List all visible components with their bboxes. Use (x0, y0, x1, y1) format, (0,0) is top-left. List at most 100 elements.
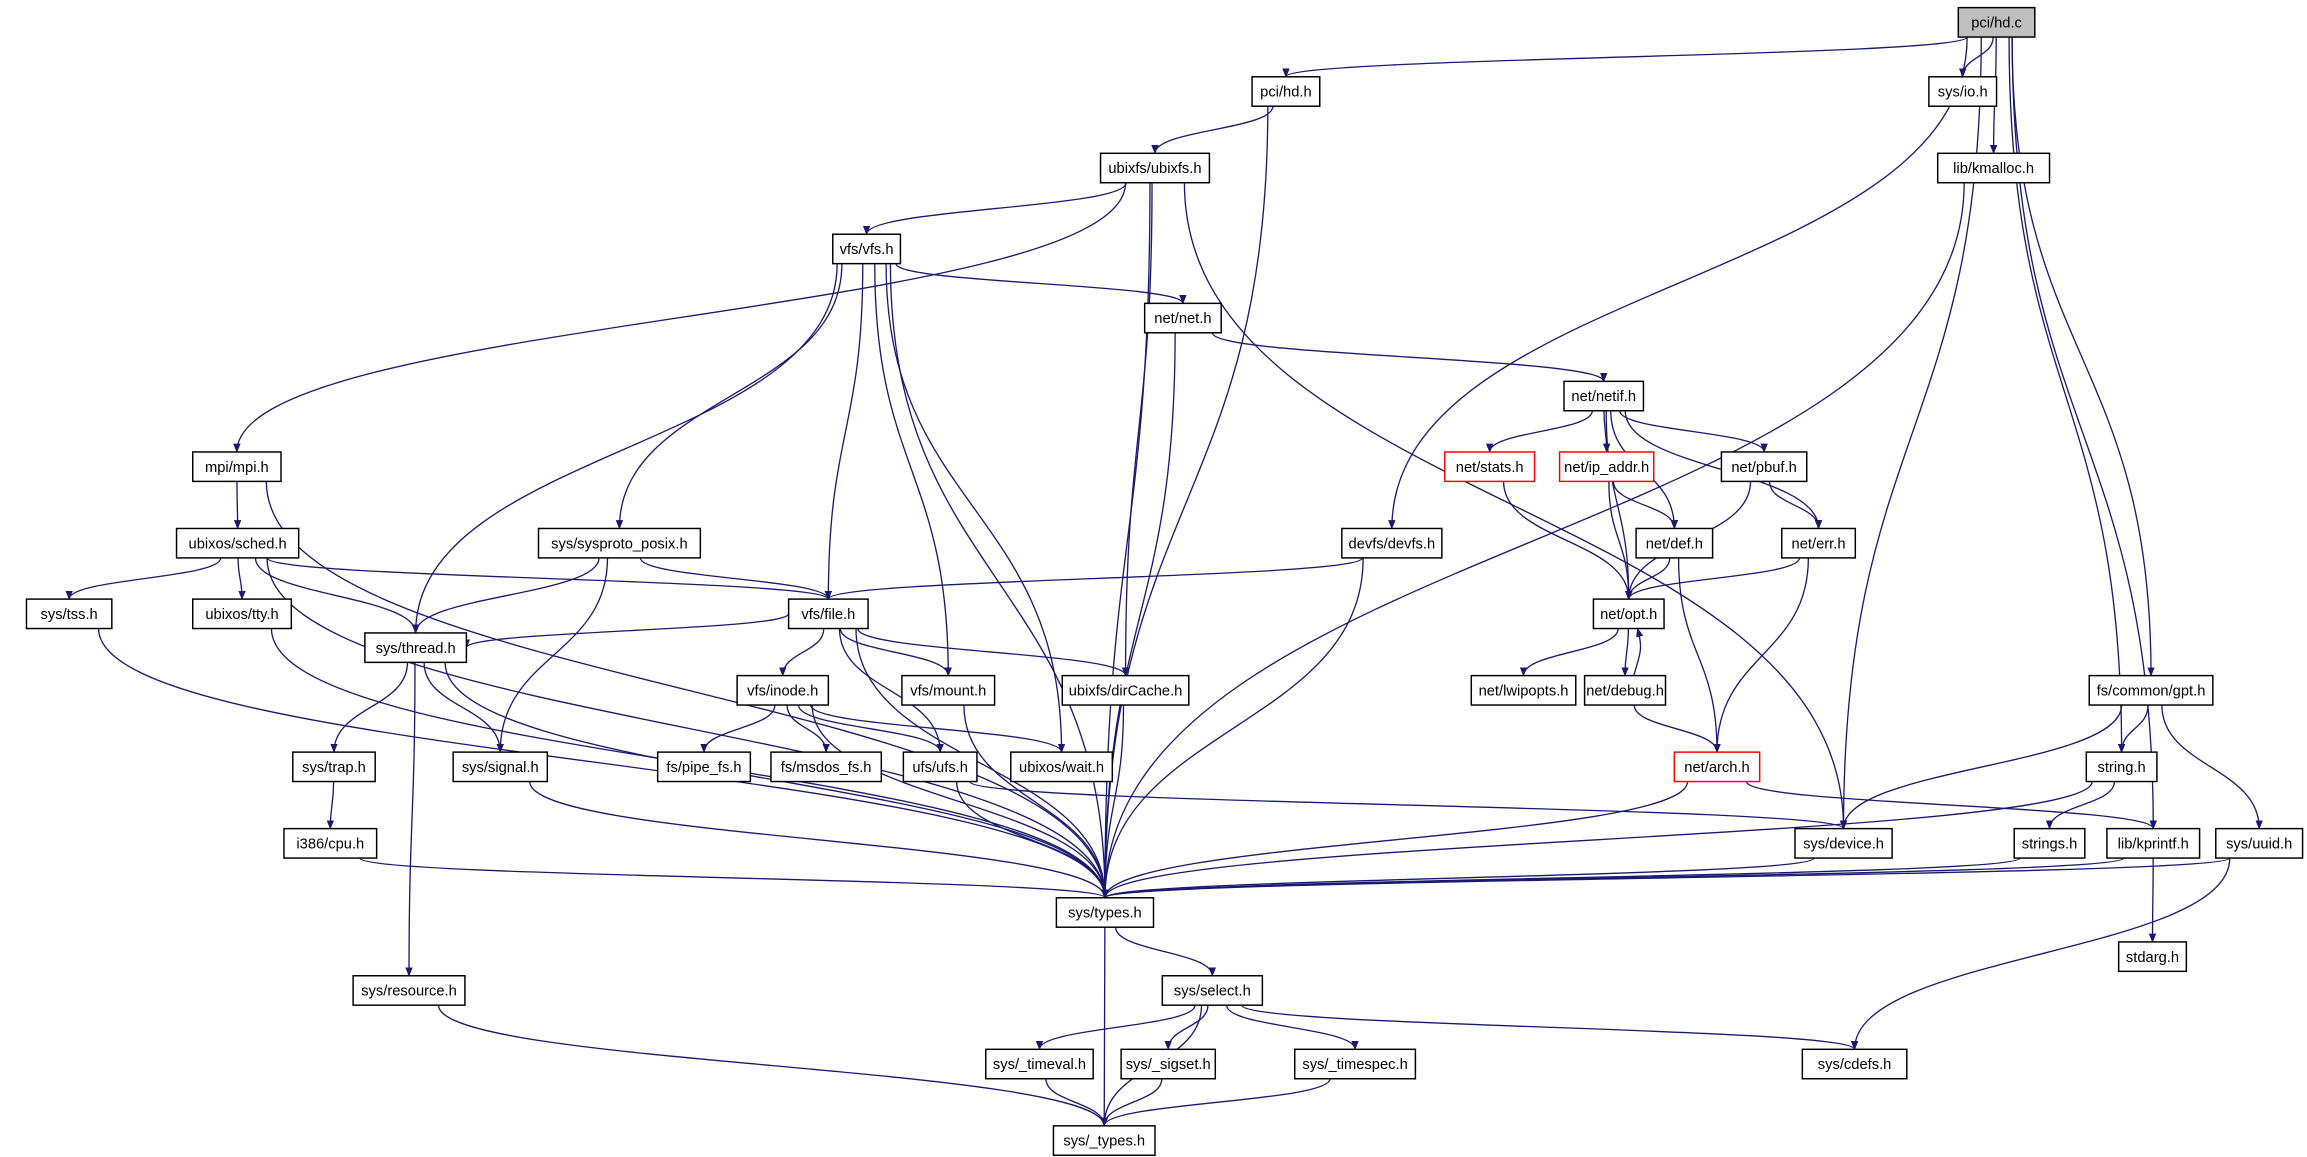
edge-lib-kprintf-h-to-stdarg-h (2148, 858, 2157, 943)
node-sys-io-h[interactable]: sys/io.h (1928, 76, 1998, 107)
node-fs-common-gpt-h[interactable]: fs/common/gpt.h (2088, 674, 2214, 706)
edge-net-arch-h-to-lib-kprintf-h (1745, 780, 2157, 830)
node-sys-timeval-h[interactable]: sys/_timeval.h (985, 1048, 1094, 1080)
node-ubixos-tty-h[interactable]: ubixos/tty.h (192, 598, 293, 630)
node-strings-h[interactable]: strings.h (2013, 827, 2086, 859)
edge-vfs-file-h-to-ufs-ufs-h (838, 628, 944, 754)
edge-sys-device-h-to-sys-types-h (1101, 857, 1815, 899)
node-sys-trap-h[interactable]: sys/trap.h (292, 751, 376, 783)
node-sys-signal-h[interactable]: sys/signal.h (452, 751, 549, 783)
node-label: sys/io.h (1938, 85, 1988, 101)
node-vfs-inode-h[interactable]: vfs/inode.h (736, 674, 830, 706)
node-label: pci/hd.c (1971, 15, 2022, 31)
node-label: strings.h (2022, 836, 2078, 852)
node-label: devfs/devfs.h (1349, 536, 1436, 552)
node-box (2117, 941, 2188, 973)
edge-sys-select-h-to-sys-sigset-h (1164, 1005, 1209, 1051)
node-box (537, 527, 702, 559)
node-sys-timespec-h[interactable]: sys/_timespec.h (1294, 1048, 1417, 1080)
node-net-pbuf-h[interactable]: net/pbuf.h (1720, 451, 1808, 483)
node-vfs-mount-h[interactable]: vfs/mount.h (901, 674, 996, 706)
node-box (1781, 527, 1857, 559)
node-net-arch-h[interactable]: net/arch.h (1673, 751, 1761, 783)
node-i386-cpu-h[interactable]: i386/cpu.h (283, 827, 378, 859)
node-box (1055, 897, 1155, 928)
edge-ubixos-sched-h-to-sys-types-h (266, 557, 1109, 899)
node-pci-hd-h[interactable]: pci/hd.h (1251, 76, 1321, 107)
node-fs-msdos-fs-h[interactable]: fs/msdos_fs.h (770, 751, 883, 783)
node-box (985, 1048, 1094, 1080)
node-sys-device-h[interactable]: sys/device.h (1794, 827, 1893, 859)
node-net-ip-addr-h[interactable]: net/ip_addr.h (1558, 451, 1655, 483)
node-ubixfs-ubixfs-h[interactable]: ubixfs/ubixfs.h (1099, 152, 1211, 184)
node-sys-select-h[interactable]: sys/select.h (1161, 975, 1264, 1006)
node-label: string.h (2098, 760, 2146, 776)
node-net-err-h[interactable]: net/err.h (1781, 527, 1857, 559)
node-sys-types-h[interactable]: sys/types.h (1055, 897, 1155, 928)
edge-ufs-ufs-h-to-sys-device-h (968, 780, 1847, 830)
node-box (1801, 1048, 1908, 1080)
node-net-net-h[interactable]: net/net.h (1143, 302, 1222, 334)
node-label: net/opt.h (1600, 607, 1657, 623)
node-sys-cdefs-h[interactable]: sys/cdefs.h (1801, 1048, 1908, 1080)
edge-string-h-to-strings-h (2045, 781, 2116, 830)
node-ubixos-sched-h[interactable]: ubixos/sched.h (175, 527, 300, 559)
node-label: ubixos/tty.h (205, 607, 278, 623)
node-devfs-devfs-h[interactable]: devfs/devfs.h (1341, 527, 1443, 559)
node-box (656, 751, 752, 783)
node-ubixfs-dircache-h[interactable]: ubixfs/dirCache.h (1061, 674, 1190, 706)
node-box (1583, 674, 1667, 706)
node-net-stats-h[interactable]: net/stats.h (1444, 451, 1536, 483)
node-box (1720, 451, 1808, 483)
node-label: pci/hd.h (1260, 85, 1312, 101)
edge-sys-types-h-to-sys-types-h (1100, 927, 1108, 1127)
node-net-debug-h[interactable]: net/debug.h (1583, 674, 1667, 706)
edge-vfs-file-h-to-sys-types-h (855, 628, 1109, 899)
node-vfs-vfs-h[interactable]: vfs/vfs.h (832, 233, 902, 265)
node-pci-hd-c[interactable]: pci/hd.c (1957, 6, 2036, 38)
node-mpi-mpi-h[interactable]: mpi/mpi.h (192, 451, 282, 483)
edge-sys-timeval-h-to-sys-types-h (1045, 1078, 1108, 1127)
node-box (2088, 674, 2214, 706)
node-box (1294, 1048, 1417, 1080)
node-net-opt-h[interactable]: net/opt.h (1592, 598, 1665, 630)
edge-vfs-inode-h-to-sys-types-h (811, 705, 1109, 899)
node-ufs-ufs-h[interactable]: ufs/ufs.h (902, 751, 978, 783)
node-sys-thread-h[interactable]: sys/thread.h (364, 632, 468, 664)
node-sys-sysproto-posix-h[interactable]: sys/sysproto_posix.h (537, 527, 702, 559)
edge-pci-hd-c-to-fs-common-gpt-h (2011, 37, 2155, 677)
node-box (901, 674, 996, 706)
edge-vfs-vfs-h-to-sys-sysproto-posix-h (615, 263, 843, 530)
node-sys-sigset-h[interactable]: sys/_sigset.h (1120, 1048, 1217, 1080)
node-box (192, 451, 282, 483)
node-vfs-file-h[interactable]: vfs/file.h (787, 598, 869, 630)
node-sys-tss-h[interactable]: sys/tss.h (25, 598, 113, 630)
node-net-def-h[interactable]: net/def.h (1635, 527, 1714, 559)
node-box (452, 751, 549, 783)
node-ubixos-wait-h[interactable]: ubixos/wait.h (1010, 751, 1114, 783)
node-stdarg-h[interactable]: stdarg.h (2117, 941, 2188, 973)
node-box (1635, 527, 1714, 559)
node-net-netif-h[interactable]: net/netif.h (1563, 380, 1645, 412)
edge-net-pbuf-h-to-net-err-h (1768, 481, 1823, 530)
node-label: sys/_timespec.h (1302, 1057, 1407, 1073)
node-lib-kprintf-h[interactable]: lib/kprintf.h (2106, 827, 2201, 859)
edge-vfs-vfs-h-to-net-net-h (895, 263, 1187, 305)
node-net-lwipopts-h[interactable]: net/lwipopts.h (1470, 674, 1577, 706)
node-label: ubixos/wait.h (1019, 760, 1104, 776)
node-label: sys/select.h (1174, 984, 1251, 1000)
node-label: ubixos/sched.h (189, 536, 287, 552)
node-sys-resource-h[interactable]: sys/resource.h (352, 975, 466, 1006)
node-box (1010, 751, 1114, 783)
node-label: sys/thread.h (376, 641, 456, 657)
node-string-h[interactable]: string.h (2085, 751, 2158, 783)
node-sys-uuid-h[interactable]: sys/uuid.h (2215, 827, 2304, 859)
edge-net-opt-h-to-net-debug-h (1621, 628, 1630, 677)
node-label: i386/cpu.h (296, 836, 364, 852)
node-sys-types-h[interactable]: sys/_types.h (1052, 1125, 1156, 1156)
edge-vfs-vfs-h-to-sys-thread-h (411, 263, 838, 634)
node-lib-kmalloc-h[interactable]: lib/kmalloc.h (1936, 152, 2051, 184)
edge-pci-hd-c-to-devfs-devfs-h (1388, 37, 1968, 530)
edge-sys-trap-h-to-i386-cpu-h (326, 781, 335, 830)
node-fs-pipe-fs-h[interactable]: fs/pipe_fs.h (656, 751, 752, 783)
